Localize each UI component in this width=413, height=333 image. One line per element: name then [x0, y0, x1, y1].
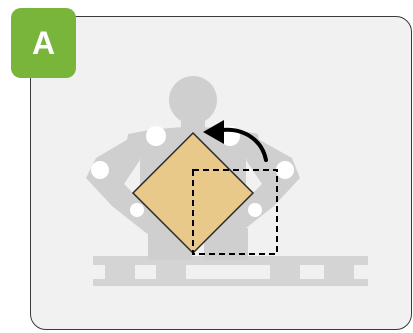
joint-shoulder-left	[146, 126, 166, 146]
joint-elbow-left	[91, 161, 109, 179]
joint-wrist-left	[130, 203, 144, 217]
rotate-counterclockwise-arrow-icon	[203, 120, 268, 162]
pallet-icon	[93, 256, 368, 286]
joint-elbow-right	[276, 161, 294, 179]
badge-label: A	[11, 8, 76, 78]
joint-wrist-right	[248, 203, 262, 217]
dashed-square-outline-icon	[192, 169, 278, 255]
